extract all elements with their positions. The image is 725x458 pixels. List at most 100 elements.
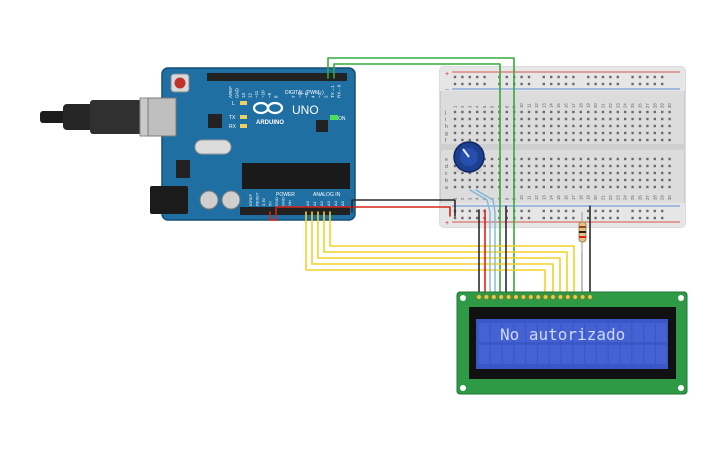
breadboard-hole bbox=[579, 157, 582, 161]
breadboard-hole bbox=[661, 138, 664, 142]
breadboard-hole bbox=[461, 185, 464, 189]
breadboard-hole bbox=[490, 178, 494, 182]
lcd-char-cell bbox=[490, 323, 502, 342]
breadboard-column-number: 5 bbox=[482, 105, 487, 108]
breadboard-hole bbox=[653, 110, 656, 114]
breadboard-hole bbox=[594, 171, 597, 175]
breadboard-hole bbox=[520, 178, 523, 182]
breadboard-hole bbox=[668, 138, 671, 142]
breadboard-column-number: 15 bbox=[556, 103, 561, 108]
breadboard-hole bbox=[542, 185, 545, 189]
wires bbox=[269, 57, 591, 297]
breadboard-hole bbox=[461, 171, 464, 175]
breadboard-hole bbox=[661, 117, 664, 121]
arduino-uno-board[interactable]: ARDUINO UNO DIGITAL (PWM~) POWER ANALOG … bbox=[147, 67, 356, 221]
breadboard-hole bbox=[609, 157, 612, 161]
lcd-pin bbox=[491, 294, 497, 300]
breadboard-hole bbox=[609, 138, 612, 142]
analog-pin-label: A4 bbox=[333, 200, 338, 206]
breadboard-hole bbox=[542, 178, 545, 182]
breadboard-column-number: 8 bbox=[504, 197, 509, 200]
breadboard-hole bbox=[527, 157, 531, 161]
breadboard-hole bbox=[557, 131, 560, 135]
breadboard-hole bbox=[520, 131, 523, 135]
breadboard-hole bbox=[646, 185, 649, 189]
breadboard-hole bbox=[461, 209, 464, 213]
breadboard-hole bbox=[653, 75, 656, 79]
potentiometer[interactable] bbox=[453, 141, 485, 173]
breadboard-column-number: 24 bbox=[623, 103, 628, 108]
breadboard-hole bbox=[476, 124, 479, 128]
breadboard-hole bbox=[653, 82, 656, 86]
wire-blue-v0b bbox=[475, 189, 496, 297]
breadboard-hole bbox=[505, 185, 508, 189]
breadboard-hole bbox=[616, 164, 619, 168]
breadboard-hole bbox=[572, 209, 575, 213]
breadboard-hole bbox=[483, 124, 486, 128]
breadboard-hole bbox=[483, 131, 486, 135]
breadboard-hole bbox=[527, 117, 531, 121]
breadboard-hole bbox=[601, 178, 605, 182]
breadboard-row-letter: g bbox=[445, 131, 448, 137]
breadboard[interactable]: + − − + 11223344556677889910101111121213… bbox=[439, 66, 686, 228]
breadboard-hole bbox=[646, 82, 649, 86]
breadboard-hole bbox=[579, 124, 582, 128]
lcd-char-cell bbox=[656, 345, 667, 364]
breadboard-hole bbox=[483, 75, 486, 79]
wire-yellow-2 bbox=[311, 211, 554, 297]
breadboard-hole bbox=[461, 124, 464, 128]
analog-pin-label: A2 bbox=[319, 200, 324, 206]
breadboard-hole bbox=[646, 131, 649, 135]
breadboard-hole bbox=[601, 216, 605, 220]
lcd-char-cell bbox=[608, 323, 620, 342]
breadboard-hole bbox=[661, 157, 664, 161]
lcd-pin bbox=[572, 294, 578, 300]
breadboard-hole bbox=[587, 138, 590, 142]
breadboard-hole bbox=[601, 82, 605, 86]
breadboard-column-number: 15 bbox=[556, 195, 561, 200]
breadboard-hole bbox=[520, 124, 523, 128]
breadboard-hole bbox=[490, 164, 494, 168]
digital-pin-label: 2 bbox=[324, 95, 329, 98]
lcd-char-cell bbox=[502, 323, 514, 342]
breadboard-hole bbox=[453, 138, 457, 142]
breadboard-hole bbox=[490, 117, 494, 121]
breadboard-hole bbox=[505, 124, 508, 128]
breadboard-hole bbox=[483, 117, 486, 121]
resistor[interactable] bbox=[578, 212, 587, 252]
breadboard-hole bbox=[505, 110, 508, 114]
breadboard-hole bbox=[520, 164, 523, 168]
breadboard-hole bbox=[668, 117, 671, 121]
lcd-16x2-module[interactable]: No autorizado bbox=[456, 291, 688, 395]
breadboard-hole bbox=[453, 216, 457, 220]
breadboard-hole bbox=[594, 164, 597, 168]
breadboard-hole bbox=[461, 82, 464, 86]
breadboard-hole bbox=[468, 82, 471, 86]
breadboard-column-number: 27 bbox=[645, 103, 650, 108]
breadboard-hole bbox=[542, 82, 545, 86]
digital-pin-label: ~11 bbox=[254, 90, 259, 98]
breadboard-hole bbox=[557, 117, 560, 121]
breadboard-hole bbox=[638, 216, 642, 220]
breadboard-column-number: 25 bbox=[630, 195, 635, 200]
breadboard-hole bbox=[646, 117, 649, 121]
lcd-char-cell bbox=[502, 345, 514, 364]
lcd-pin bbox=[528, 294, 534, 300]
breadboard-hole bbox=[594, 209, 597, 213]
breadboard-column-number: 12 bbox=[534, 103, 539, 108]
breadboard-column-number: 6 bbox=[490, 197, 495, 200]
lcd-char-cell bbox=[526, 345, 537, 364]
breadboard-hole bbox=[609, 82, 612, 86]
breadboard-hole bbox=[490, 185, 494, 189]
breadboard-column-number: 14 bbox=[549, 195, 554, 200]
digital-pwm-label: DIGITAL (PWM~) bbox=[285, 90, 324, 96]
lcd-char-cell bbox=[656, 323, 667, 342]
wire-yellow-1 bbox=[305, 211, 546, 297]
breadboard-hole bbox=[505, 138, 508, 142]
breadboard-hole bbox=[461, 110, 464, 114]
breadboard-hole bbox=[638, 124, 642, 128]
breadboard-hole bbox=[624, 178, 627, 182]
wire-red-5v bbox=[269, 206, 451, 221]
breadboard-hole bbox=[609, 131, 612, 135]
